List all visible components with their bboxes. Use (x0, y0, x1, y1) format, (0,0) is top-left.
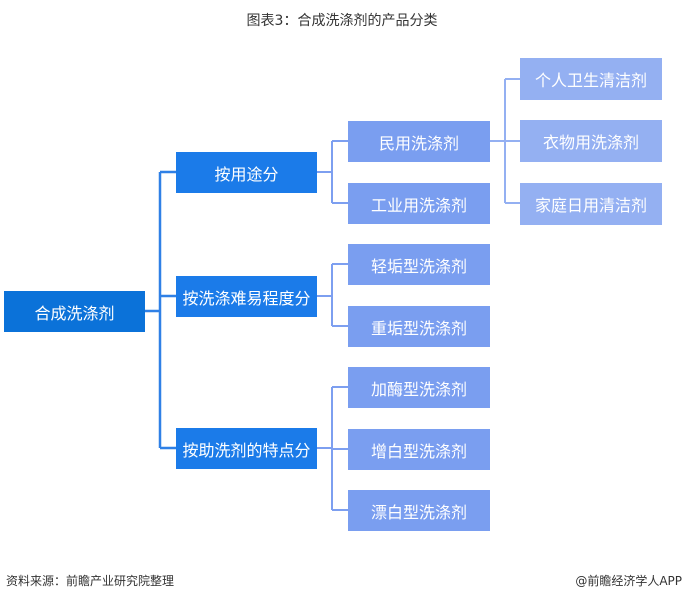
node-by-difficulty: 按洗涤难易程度分 (176, 276, 317, 317)
node-enzyme: 加酶型洗涤剂 (348, 367, 490, 408)
node-laundry: 衣物用洗涤剂 (520, 120, 662, 162)
node-heavy-duty: 重垢型洗涤剂 (348, 306, 490, 347)
node-root: 合成洗涤剂 (4, 291, 145, 332)
credit-note: @前瞻经济学人APP (575, 574, 682, 588)
node-personal-hygiene: 个人卫生清洁剂 (520, 58, 662, 100)
node-bleaching: 漂白型洗涤剂 (348, 490, 490, 531)
node-light-duty: 轻垢型洗涤剂 (348, 244, 490, 285)
node-by-builder: 按助洗剂的特点分 (176, 428, 317, 469)
chart-title: 图表3：合成洗涤剂的产品分类 (246, 13, 438, 29)
node-household: 家庭日用清洁剂 (520, 183, 662, 225)
node-civil: 民用洗涤剂 (348, 121, 490, 162)
node-by-usage: 按用途分 (176, 152, 317, 193)
node-whitening: 增白型洗涤剂 (348, 429, 490, 470)
node-industrial: 工业用洗涤剂 (348, 183, 490, 224)
source-note: 资料来源：前瞻产业研究院整理 (6, 574, 175, 588)
